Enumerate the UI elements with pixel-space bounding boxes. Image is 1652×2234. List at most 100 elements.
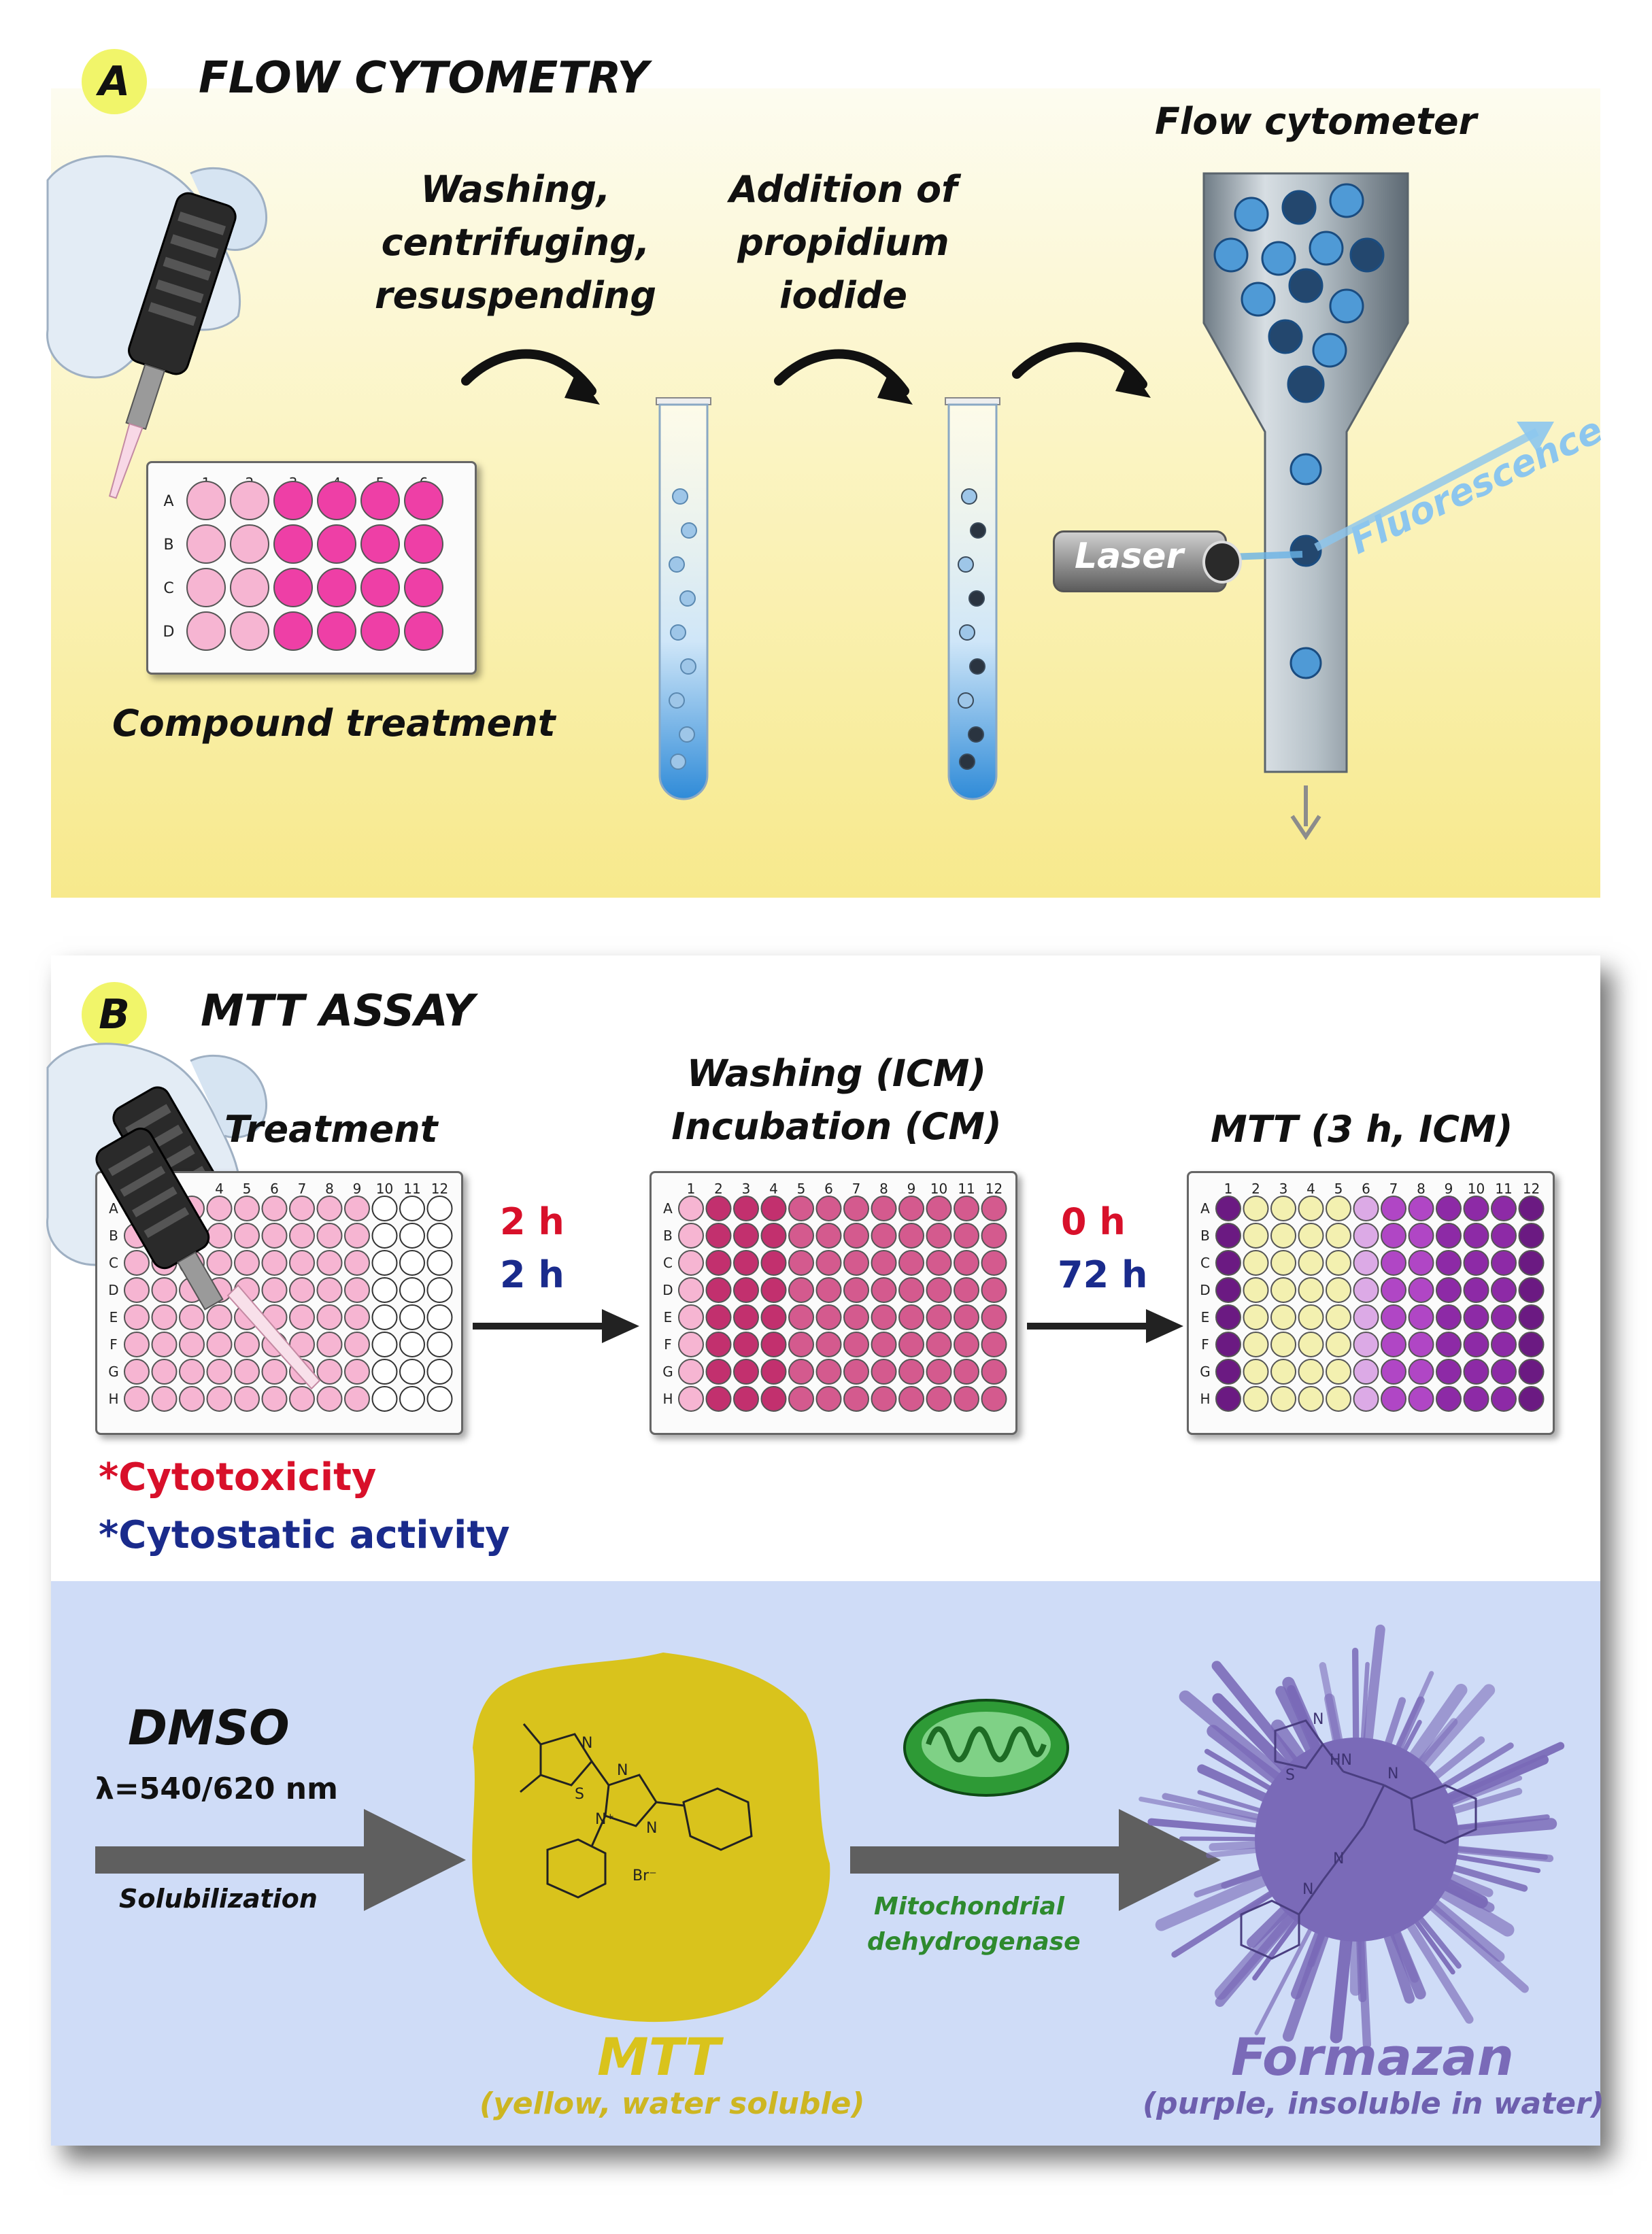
well <box>399 1250 425 1276</box>
well <box>1243 1223 1269 1249</box>
well <box>1270 1304 1296 1330</box>
plate-row-label: B <box>163 537 173 554</box>
step-wash-line-3: resuspending <box>375 274 656 317</box>
well <box>705 1250 732 1276</box>
formazan-chem-hn: HN <box>1330 1752 1352 1769</box>
plate-row-label: E <box>109 1309 118 1325</box>
well <box>733 1250 759 1276</box>
well <box>898 1250 924 1276</box>
well <box>843 1277 869 1303</box>
well <box>371 1277 398 1303</box>
legend-cytotoxicity: *Cytotoxicity <box>99 1455 377 1500</box>
well <box>1243 1332 1269 1357</box>
plate-row-label: C <box>1200 1255 1210 1271</box>
laser-label: Laser <box>1075 536 1184 577</box>
well <box>1491 1250 1517 1276</box>
plate-col-label: 7 <box>298 1181 307 1197</box>
well <box>926 1223 952 1249</box>
well <box>926 1277 952 1303</box>
well <box>926 1304 952 1330</box>
well <box>815 1304 842 1330</box>
formazan-chem-s: S <box>1285 1767 1295 1784</box>
well <box>1298 1196 1324 1221</box>
well <box>1436 1250 1462 1276</box>
step-wash-line-2: centrifuging, <box>381 221 650 264</box>
well <box>371 1250 398 1276</box>
compound-treatment-label: Compound treatment <box>112 702 556 745</box>
well <box>426 1196 453 1221</box>
well <box>1270 1196 1296 1221</box>
well <box>1381 1196 1406 1221</box>
step-pi-line-2: propidium <box>737 221 949 264</box>
well <box>705 1386 732 1412</box>
well <box>926 1332 952 1357</box>
well <box>186 481 226 520</box>
well <box>760 1277 787 1303</box>
well <box>404 611 443 651</box>
well <box>124 1386 150 1412</box>
well <box>316 1359 343 1385</box>
well <box>371 1223 398 1249</box>
well <box>760 1196 787 1221</box>
well <box>926 1359 952 1385</box>
panel-b-title: MTT ASSAY <box>201 986 475 1036</box>
well <box>733 1223 759 1249</box>
well <box>179 1332 205 1357</box>
plate-row-label: B <box>109 1228 118 1244</box>
well <box>843 1386 869 1412</box>
well <box>898 1304 924 1330</box>
well <box>1436 1332 1462 1357</box>
well <box>1298 1332 1324 1357</box>
well <box>1270 1277 1296 1303</box>
panel-a-title: FLOW CYTOMETRY <box>199 53 649 103</box>
well <box>871 1250 897 1276</box>
well <box>234 1223 260 1249</box>
well <box>981 1277 1007 1303</box>
well <box>1381 1250 1406 1276</box>
well <box>404 524 443 564</box>
plate-row-label: H <box>662 1391 673 1407</box>
curved-arrow-1 <box>461 349 600 405</box>
well <box>1326 1277 1351 1303</box>
well <box>871 1359 897 1385</box>
arrow-treatment-to-incubation <box>473 1309 639 1343</box>
well <box>760 1304 787 1330</box>
plate-col-label: 4 <box>215 1181 224 1197</box>
well-plate-24-grid: 123456ABCD <box>163 475 443 651</box>
well <box>1353 1304 1379 1330</box>
well <box>360 611 400 651</box>
mtt-chem-n2: N <box>617 1762 628 1779</box>
well <box>1463 1386 1489 1412</box>
well <box>124 1332 150 1357</box>
well <box>399 1277 425 1303</box>
plate-col-label: 10 <box>1468 1181 1485 1197</box>
plate-col-label: 1 <box>1224 1181 1233 1197</box>
plate-row-label: G <box>108 1364 119 1380</box>
well <box>926 1196 952 1221</box>
well <box>898 1277 924 1303</box>
well <box>815 1277 842 1303</box>
well <box>1491 1332 1517 1357</box>
test-tube-propidium <box>945 397 1000 800</box>
well <box>815 1223 842 1249</box>
plate-row-label: H <box>1200 1391 1210 1407</box>
well <box>1270 1250 1296 1276</box>
well <box>1243 1386 1269 1412</box>
enzyme-line-1: Mitochondrial <box>874 1893 1064 1920</box>
well <box>1215 1304 1241 1330</box>
washing-incubation-label: Washing (ICM) Incubation (CM) <box>639 1047 1034 1153</box>
well <box>705 1223 732 1249</box>
plate-col-label: 7 <box>1389 1181 1398 1197</box>
well <box>1353 1332 1379 1357</box>
mtt-chem-s: S <box>575 1786 584 1803</box>
well <box>316 1250 343 1276</box>
well <box>230 481 269 520</box>
well <box>926 1386 952 1412</box>
plate-row-label: B <box>663 1228 673 1244</box>
well <box>981 1332 1007 1357</box>
well <box>1298 1277 1324 1303</box>
plate-col-label: 10 <box>376 1181 393 1197</box>
laser-device <box>1053 530 1227 592</box>
